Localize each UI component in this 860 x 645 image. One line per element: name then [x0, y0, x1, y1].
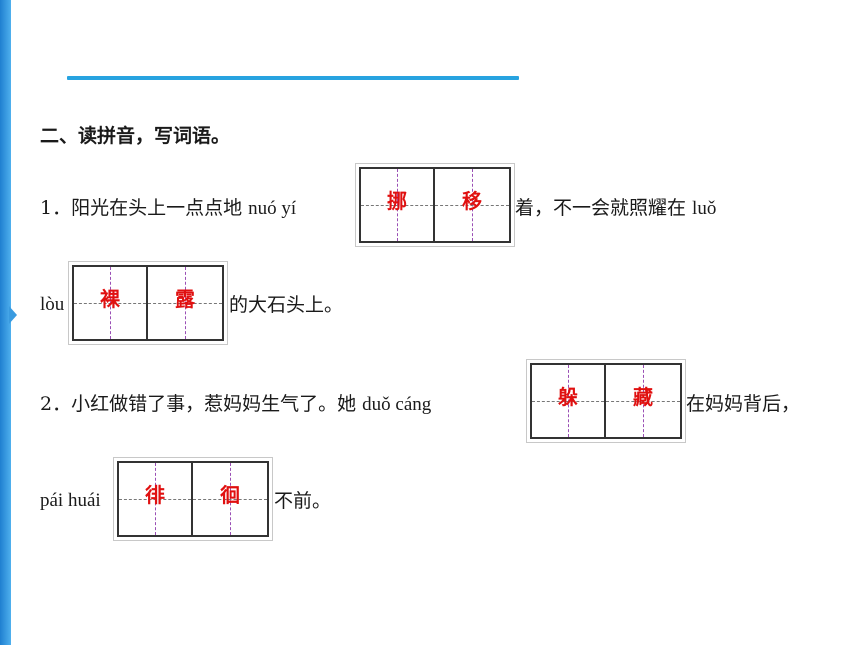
grid-cell: 裸: [74, 267, 148, 339]
q1-middle: 着，不一会就照耀在: [515, 197, 693, 219]
q2-suffix: 不前。: [274, 490, 332, 512]
q2-pinyin-1: duǒ cáng: [362, 394, 432, 415]
grid-cell: 徊: [193, 463, 267, 535]
grid-cell: 露: [148, 267, 222, 339]
answer-char: 徘: [145, 483, 165, 507]
q2-answer-grid-1: 躲 藏: [530, 363, 682, 439]
section-heading: 二、读拼音，写词语。: [40, 125, 231, 147]
answer-char: 露: [175, 287, 195, 311]
grid-cell: 藏: [606, 365, 680, 437]
q2-pinyin-2: pái huái: [40, 490, 101, 511]
answer-char: 裸: [100, 287, 120, 311]
q2-prefix: 2．小红做错了事，惹妈妈生气了。她: [40, 393, 363, 415]
grid-cell: 挪: [361, 169, 435, 241]
q1-line1-end: 着，不一会就照耀在 luǒ: [515, 196, 716, 221]
grid-cell: 徘: [119, 463, 193, 535]
q2-answer-grid-2: 徘 徊: [117, 461, 269, 537]
left-bar-notch: [9, 306, 17, 324]
q1-answer-grid-1: 挪 移: [359, 167, 511, 243]
q1-prefix: 1．阳光在头上一点点地: [40, 197, 249, 219]
q2-line1: 2．小红做错了事，惹妈妈生气了。她 duǒ cáng: [40, 392, 431, 417]
answer-char: 徊: [220, 483, 240, 507]
grid-cell: 躲: [532, 365, 606, 437]
answer-char: 藏: [633, 385, 653, 409]
q1-suffix: 的大石头上。: [229, 294, 344, 316]
q1-pinyin-2-end: lòu: [40, 294, 65, 315]
q1-answer-grid-2: 裸 露: [72, 265, 224, 341]
answer-char: 躲: [558, 385, 578, 409]
q1-grid1-guide: [356, 205, 360, 206]
q1-pinyin-1: nuó yí: [248, 198, 297, 219]
title-underline: [67, 76, 519, 80]
q2-middle: 在妈妈背后，: [686, 393, 801, 415]
left-accent-bar: [0, 0, 11, 645]
answer-char: 挪: [387, 189, 407, 213]
grid-cell: 移: [435, 169, 509, 241]
q1-line1: 1．阳光在头上一点点地 nuó yí: [40, 196, 296, 221]
q1-pinyin-2-start: luǒ: [692, 198, 717, 219]
answer-char: 移: [462, 189, 482, 213]
